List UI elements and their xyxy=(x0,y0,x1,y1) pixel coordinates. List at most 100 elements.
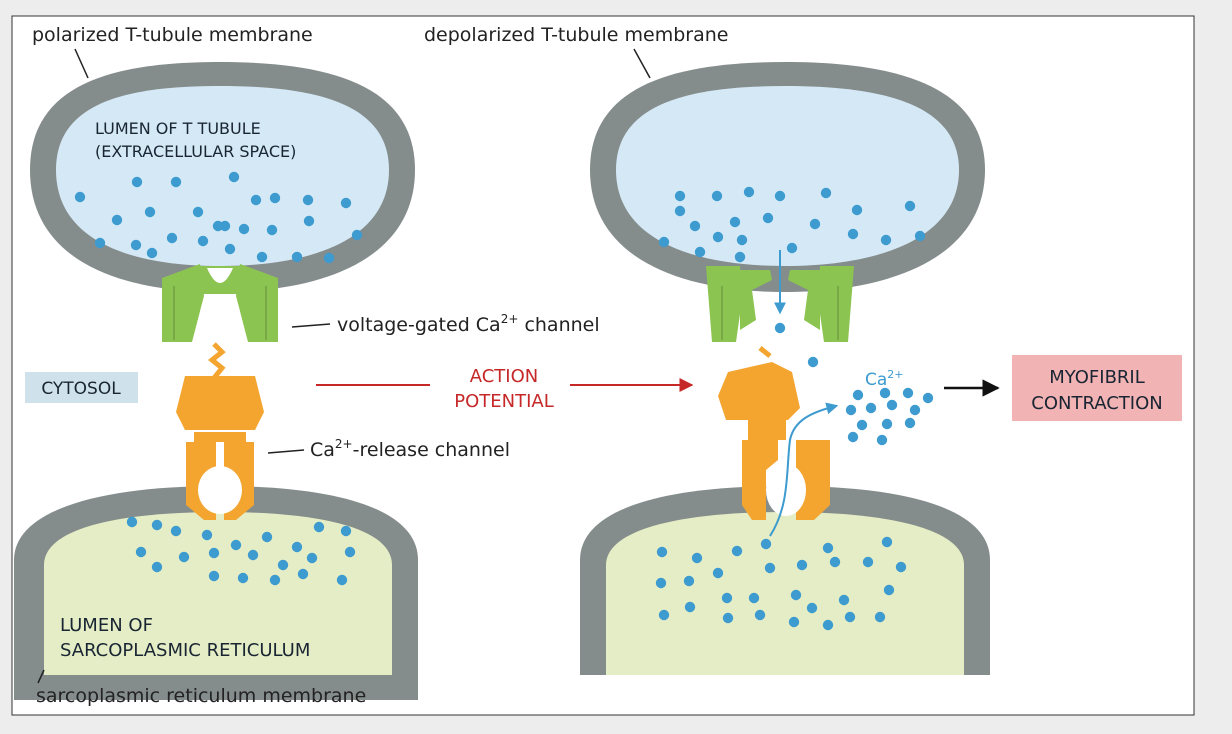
depolarized-membrane-leader xyxy=(633,48,651,79)
cytosol-label: CYTOSOL xyxy=(41,379,121,399)
calcium-ion-dot xyxy=(764,562,776,574)
calcium-ion-dot xyxy=(144,206,156,218)
calcium-ion-dot xyxy=(822,542,834,554)
calcium-ion-dot xyxy=(806,602,818,614)
calcium-ion-dot xyxy=(340,525,352,537)
calcium-ion-dot xyxy=(865,402,877,414)
calcium-ion-dot xyxy=(796,559,808,571)
calcium-ion-dot xyxy=(170,176,182,188)
calcium-ion-dot xyxy=(303,215,315,227)
calcium-ion-dot xyxy=(760,538,772,550)
right-sr-lumen xyxy=(606,512,964,675)
myofibril-box xyxy=(1012,355,1182,421)
calcium-ion-dot xyxy=(684,601,696,613)
right-linker xyxy=(758,346,772,358)
calcium-ion-dot xyxy=(774,190,786,202)
calcium-ion-dot xyxy=(224,243,236,255)
right-voltage-gated-channel xyxy=(706,266,854,342)
calcium-ion-dot xyxy=(131,176,143,188)
calcium-ion-dot xyxy=(230,539,242,551)
calcium-ion-dot xyxy=(754,609,766,621)
calcium-ion-dot xyxy=(881,418,893,430)
left-sr-lumen xyxy=(44,512,392,675)
calcium-ion-dot xyxy=(674,190,686,202)
calcium-ion-dot xyxy=(291,251,303,263)
polarized-membrane-leader xyxy=(74,48,89,79)
calcium-ion-dot xyxy=(302,194,314,206)
right-release-channel xyxy=(718,362,830,520)
calcium-ion-dot xyxy=(829,556,841,568)
calcium-ion-dot xyxy=(135,546,147,558)
calcium-ion-dot xyxy=(731,545,743,557)
calcium-ion-dot xyxy=(844,611,856,623)
calcium-ion-dot xyxy=(178,551,190,563)
myofibril-label-line1: MYOFIBRIL xyxy=(1049,367,1145,388)
calcium-ion-dot xyxy=(74,191,86,203)
calcium-ion-dot xyxy=(712,567,724,579)
sr-membrane-label: sarcoplasmic reticulum membrane xyxy=(36,685,366,707)
calcium-ion-dot xyxy=(902,387,914,399)
calcium-ion-dot xyxy=(904,417,916,429)
calcium-ion-dot xyxy=(809,218,821,230)
calcium-ion-dot xyxy=(790,589,802,601)
calcium-ion-dot xyxy=(250,194,262,206)
calcium-ion-dot xyxy=(674,205,686,217)
calcium-ion-dot xyxy=(881,536,893,548)
calcium-ion-dot xyxy=(151,519,163,531)
lumen-sr-label-line1: LUMEN OF xyxy=(60,615,153,636)
calcium-ion-dot xyxy=(734,251,746,263)
left-linker xyxy=(207,342,226,380)
calcium-ion-dot xyxy=(170,525,182,537)
calcium-ion-dot xyxy=(847,431,859,443)
depolarized-membrane-label: depolarized T-tubule membrane xyxy=(424,24,728,46)
calcium-ion-dot xyxy=(762,212,774,224)
release-channel-label: Ca2+-release channel xyxy=(310,437,510,461)
calcium-ion-dot xyxy=(874,611,886,623)
sr-membrane-leader xyxy=(37,669,45,684)
calcium-ion-dot xyxy=(212,220,224,232)
action-potential-bg xyxy=(430,360,570,416)
calcium-ion-dot xyxy=(722,612,734,624)
left-release-channel xyxy=(176,376,264,520)
calcium-ion-dot xyxy=(237,572,249,584)
calcium-ion-dot xyxy=(852,389,864,401)
calcium-ion-dot xyxy=(266,224,278,236)
calcium-ion-dot xyxy=(656,546,668,558)
right-t-tubule-lumen xyxy=(616,86,959,266)
calcium-ion-dot xyxy=(297,568,309,580)
calcium-ion-dot xyxy=(914,230,926,242)
calcium-ion-dot xyxy=(655,577,667,589)
calcium-ion-dot xyxy=(323,252,335,264)
left-t-tubule-lumen xyxy=(56,86,389,266)
calcium-ion-dot xyxy=(192,206,204,218)
calcium-ion-dot xyxy=(269,192,281,204)
calcium-ion-dot xyxy=(711,190,723,202)
calcium-ion-dot xyxy=(277,559,289,571)
action-potential-line1: ACTION xyxy=(470,366,539,387)
calcium-ions xyxy=(74,171,934,631)
left-voltage-gated-channel xyxy=(162,264,278,342)
calcium-ion-dot xyxy=(883,584,895,596)
calcium-ion-dot xyxy=(201,529,213,541)
calcium-ion-dot xyxy=(856,419,868,431)
calcium-ion-dot xyxy=(851,204,863,216)
calcium-ion-dot xyxy=(904,200,916,212)
polarized-membrane-label: polarized T-tubule membrane xyxy=(32,24,313,46)
calcium-ion-dot xyxy=(838,594,850,606)
calcium-ion-dot xyxy=(344,546,356,558)
calcium-ion-dot xyxy=(721,592,733,604)
calcium-ion-dot xyxy=(879,387,891,399)
calcium-ion-dot xyxy=(788,616,800,628)
calcium-ion-dot xyxy=(876,434,888,446)
calcium-ion-dot xyxy=(880,234,892,246)
calcium-ion-dot xyxy=(197,235,209,247)
calcium-ion-dot xyxy=(807,356,819,368)
calcium-ion-dot xyxy=(208,547,220,559)
lumen-t-tubule-label-line1: LUMEN OF T TUBULE xyxy=(95,119,261,138)
calcium-ion-dot xyxy=(94,237,106,249)
calcium-ion-dot xyxy=(313,521,325,533)
action-potential-line2: POTENTIAL xyxy=(454,391,554,412)
calcium-ion-dot xyxy=(658,236,670,248)
